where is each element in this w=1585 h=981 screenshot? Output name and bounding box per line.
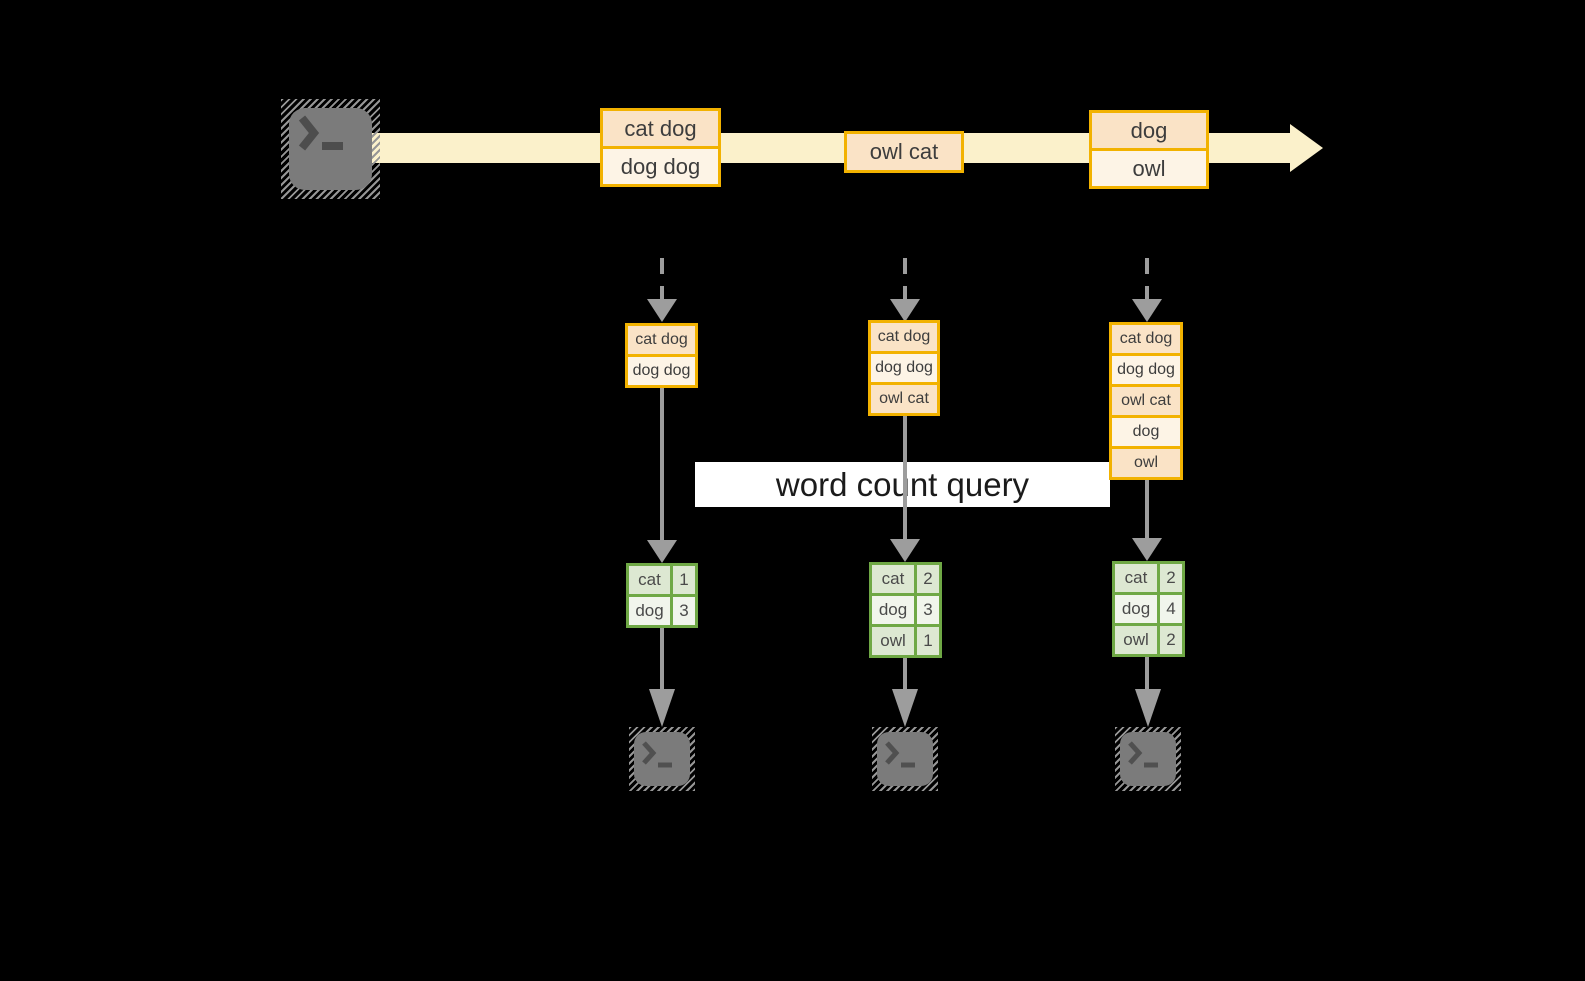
stream-record-box-2: owl cat xyxy=(844,131,964,173)
arrow-line xyxy=(660,628,664,691)
record: cat dog xyxy=(628,326,695,354)
down-arrow-icon xyxy=(647,299,677,322)
arrow-line xyxy=(660,388,664,541)
record: dog dog xyxy=(1112,353,1180,384)
record: cat dog xyxy=(871,323,937,351)
word-cell: owl xyxy=(1115,626,1157,654)
arrow-line xyxy=(903,416,907,541)
count-cell: 2 xyxy=(1160,564,1182,592)
stream-record-box-1: cat dog dog dog xyxy=(600,108,721,187)
sink-terminal-hatch-1 xyxy=(629,727,695,791)
word-cell: cat xyxy=(1115,564,1157,592)
record: cat dog xyxy=(603,111,718,146)
terminal-icon xyxy=(877,732,933,786)
terminal-icon xyxy=(289,108,372,190)
buffer-stack-1: cat dog dog dog xyxy=(625,323,698,388)
terminal-prompt-icon xyxy=(885,741,915,768)
count-cell: 3 xyxy=(917,596,939,624)
count-cell: 2 xyxy=(1160,626,1182,654)
record: dog dog xyxy=(871,351,937,382)
word-cell: dog xyxy=(629,597,670,625)
word-cell: owl xyxy=(872,627,914,655)
record: dog dog xyxy=(603,146,718,184)
record: cat dog xyxy=(1112,325,1180,353)
terminal-prompt-icon xyxy=(298,115,343,151)
dashed-arrow-line xyxy=(903,258,907,300)
sink-terminal-hatch-3 xyxy=(1115,727,1181,791)
down-arrow-icon xyxy=(890,539,920,562)
down-arrow-icon xyxy=(1132,299,1162,322)
count-table-2: cat 2 dog 3 owl 1 xyxy=(869,562,942,658)
terminal-prompt-icon xyxy=(642,741,672,768)
down-arrow-icon xyxy=(1132,538,1162,561)
down-arrow-icon xyxy=(647,540,677,563)
dashed-arrow-line xyxy=(1145,258,1149,300)
count-cell: 2 xyxy=(917,565,939,593)
count-cell: 3 xyxy=(673,597,695,625)
count-cell: 1 xyxy=(917,627,939,655)
word-cell: cat xyxy=(872,565,914,593)
record: dog dog xyxy=(628,354,695,385)
down-arrow-icon xyxy=(649,689,675,727)
arrow-line xyxy=(1145,480,1149,539)
dashed-arrow-line xyxy=(660,258,664,300)
down-arrow-icon xyxy=(892,689,918,727)
record: owl cat xyxy=(871,382,937,413)
down-arrow-icon xyxy=(890,299,920,322)
record: dog xyxy=(1092,113,1206,148)
word-cell: cat xyxy=(629,566,670,594)
terminal-icon xyxy=(634,732,690,786)
record: owl xyxy=(1112,446,1180,477)
arrow-line xyxy=(903,658,907,691)
buffer-stack-2: cat dog dog dog owl cat xyxy=(868,320,940,416)
count-cell: 4 xyxy=(1160,595,1182,623)
stream-arrowhead-icon xyxy=(1290,124,1323,172)
word-cell: dog xyxy=(1115,595,1157,623)
count-table-1: cat 1 dog 3 xyxy=(626,563,698,628)
source-terminal-hatch xyxy=(281,99,380,199)
count-table-3: cat 2 dog 4 owl 2 xyxy=(1112,561,1185,657)
down-arrow-icon xyxy=(1135,689,1161,727)
stream-record-box-3: dog owl xyxy=(1089,110,1209,189)
record: owl xyxy=(1092,148,1206,186)
count-cell: 1 xyxy=(673,566,695,594)
record: owl cat xyxy=(847,134,961,170)
query-banner: word count query xyxy=(695,462,1110,507)
record: owl cat xyxy=(1112,384,1180,415)
sink-terminal-hatch-2 xyxy=(872,727,938,791)
terminal-icon xyxy=(1120,732,1176,786)
arrow-line xyxy=(1145,657,1149,691)
terminal-prompt-icon xyxy=(1128,741,1158,768)
record: dog xyxy=(1112,415,1180,446)
buffer-stack-3: cat dog dog dog owl cat dog owl xyxy=(1109,322,1183,480)
word-cell: dog xyxy=(872,596,914,624)
